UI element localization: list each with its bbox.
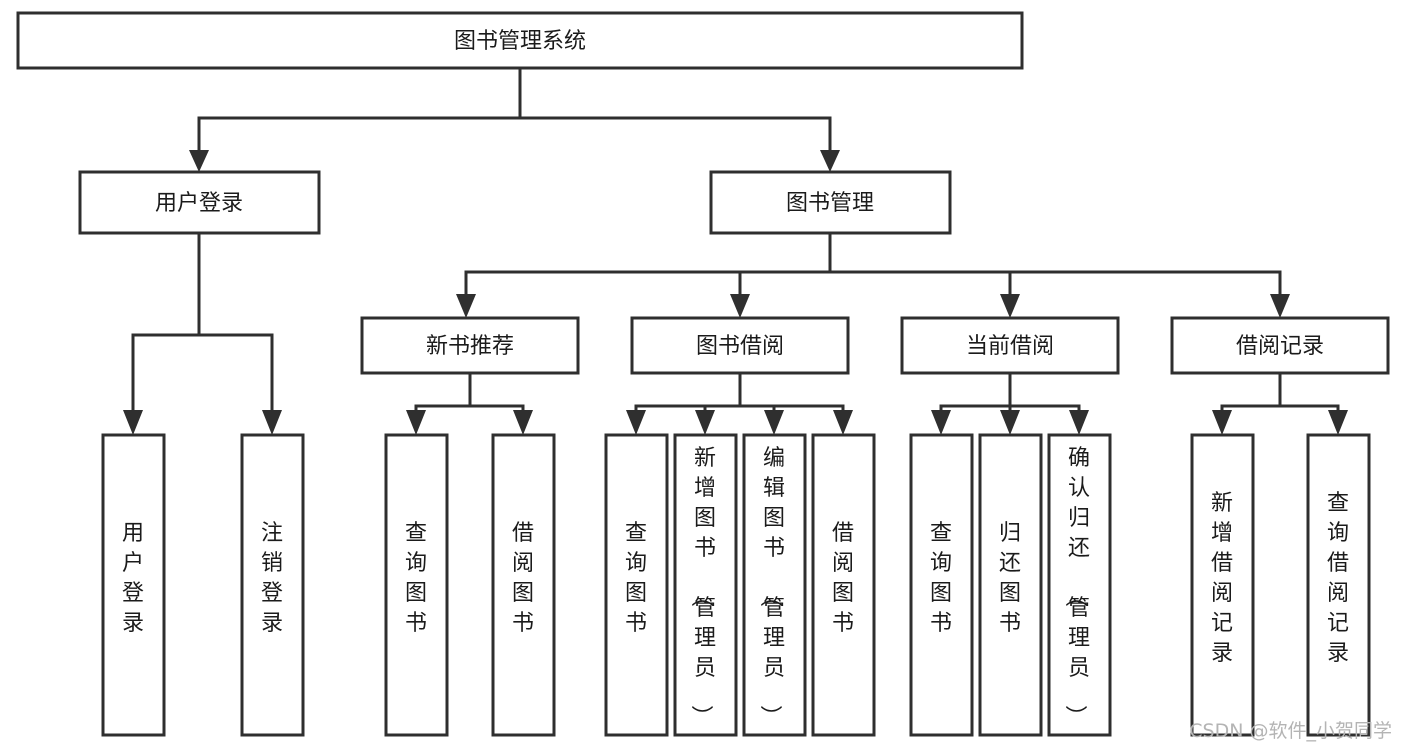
arrowhead-leaf-edit-book — [764, 410, 784, 435]
node-new-book-recommend[interactable]: 新书推荐 — [360, 316, 580, 375]
node-leaf-borrow-book-1-box[interactable] — [491, 433, 556, 737]
node-leaf-borrow-book-2[interactable]: 借阅图书 — [811, 433, 876, 737]
node-root[interactable]: 图书管理系统 — [16, 11, 1024, 70]
arrowhead-leaf-query-book-3 — [931, 410, 951, 435]
node-leaf-user-logout[interactable]: 注销登录 — [240, 433, 305, 737]
node-leaf-add-record-label: 新增借阅记录 — [1211, 491, 1233, 666]
arrowhead-user-login — [189, 150, 209, 172]
node-leaf-query-book-1-label: 查询图书 — [405, 521, 427, 636]
node-leaf-query-book-3-box[interactable] — [909, 433, 974, 737]
edge-group-root — [189, 66, 840, 172]
arrowhead-leaf-borrow-book-2 — [833, 410, 853, 435]
node-leaf-user-login-box[interactable] — [101, 433, 166, 737]
arrowhead-leaf-confirm-return — [1069, 410, 1089, 435]
node-leaf-borrow-book-2-label: 借阅图书 — [832, 521, 854, 636]
node-leaf-borrow-book-2-box[interactable] — [811, 433, 876, 737]
arrowhead-book-borrow — [730, 294, 750, 318]
edge-group-book-borrow — [626, 371, 853, 435]
node-leaf-user-logout-label: 注销登录 — [261, 521, 283, 636]
node-leaf-return-book[interactable]: 归还图书 — [978, 433, 1043, 737]
arrowhead-leaf-user-logout — [262, 410, 282, 435]
arrowhead-leaf-add-book — [695, 410, 715, 435]
node-leaf-query-record-box[interactable] — [1306, 433, 1371, 737]
node-book-borrow-label: 图书借阅 — [696, 334, 784, 359]
edge-group-borrow-record — [1212, 371, 1348, 435]
node-leaf-query-record-label: 查询借阅记录 — [1327, 491, 1349, 666]
node-leaf-confirm-return[interactable]: 确认归还（管理员） — [1047, 433, 1112, 737]
node-leaf-confirm-return-box[interactable] — [1047, 433, 1112, 737]
node-leaf-add-book-label: 新增图书（管理员） — [688, 446, 716, 727]
node-book-borrow-box[interactable] — [630, 316, 850, 375]
node-leaf-query-book-2-label: 查询图书 — [625, 521, 647, 636]
node-leaf-borrow-book-1-label: 借阅图书 — [512, 521, 534, 636]
node-borrow-record-box[interactable] — [1170, 316, 1390, 375]
arrowhead-leaf-add-record — [1212, 410, 1232, 435]
node-book-manage-label: 图书管理 — [786, 191, 874, 216]
node-borrow-record-label: 借阅记录 — [1236, 334, 1324, 359]
node-book-manage[interactable]: 图书管理 — [709, 170, 952, 235]
edge-group-new-book-recommend — [406, 371, 533, 435]
arrowhead-borrow-record — [1270, 294, 1290, 318]
node-leaf-confirm-return-label: 确认归还（管理员） — [1062, 446, 1090, 727]
node-current-borrow[interactable]: 当前借阅 — [900, 316, 1120, 375]
arrowhead-book-manage — [820, 150, 840, 172]
node-leaf-edit-book[interactable]: 编辑图书（管理员） — [742, 433, 807, 737]
node-leaf-query-book-2[interactable]: 查询图书 — [604, 433, 669, 737]
node-leaf-return-book-box[interactable] — [978, 433, 1043, 737]
node-user-login[interactable]: 用户登录 — [78, 170, 321, 235]
arrowhead-current-borrow — [1000, 294, 1020, 318]
node-leaf-query-book-1-box[interactable] — [384, 433, 449, 737]
node-leaf-add-book[interactable]: 新增图书（管理员） — [673, 433, 738, 737]
node-user-login-label: 用户登录 — [155, 191, 243, 216]
node-root-box[interactable] — [16, 11, 1024, 70]
node-leaf-query-record[interactable]: 查询借阅记录 — [1306, 433, 1371, 737]
arrowhead-leaf-return-book — [1000, 410, 1020, 435]
node-leaf-query-book-3[interactable]: 查询图书 — [909, 433, 974, 737]
arrowhead-leaf-borrow-book-1 — [513, 410, 533, 435]
arrowhead-new-book-recommend — [456, 294, 476, 318]
edge-group-book-manage — [456, 231, 1290, 318]
edge-group-user-login — [123, 231, 282, 435]
node-leaf-user-login[interactable]: 用户登录 — [101, 433, 166, 737]
node-leaf-edit-book-box[interactable] — [742, 433, 807, 737]
edge-group-current-borrow — [931, 371, 1089, 435]
node-leaf-query-book-3-label: 查询图书 — [930, 521, 952, 636]
arrowhead-leaf-query-book-2 — [626, 410, 646, 435]
node-leaf-user-logout-box[interactable] — [240, 433, 305, 737]
node-new-book-recommend-box[interactable] — [360, 316, 580, 375]
node-leaf-add-record[interactable]: 新增借阅记录 — [1190, 433, 1255, 737]
arrowhead-leaf-user-login — [123, 410, 143, 435]
node-leaf-add-book-box[interactable] — [673, 433, 738, 737]
node-leaf-add-record-box[interactable] — [1190, 433, 1255, 737]
node-current-borrow-label: 当前借阅 — [966, 334, 1054, 359]
node-new-book-recommend-label: 新书推荐 — [426, 334, 514, 359]
node-book-manage-box[interactable] — [709, 170, 952, 235]
node-current-borrow-box[interactable] — [900, 316, 1120, 375]
node-root-label: 图书管理系统 — [454, 29, 586, 54]
node-leaf-borrow-book-1[interactable]: 借阅图书 — [491, 433, 556, 737]
arrowhead-leaf-query-book-1 — [406, 410, 426, 435]
arrowhead-leaf-query-record — [1328, 410, 1348, 435]
node-leaf-user-login-label: 用户登录 — [122, 521, 144, 636]
node-book-borrow[interactable]: 图书借阅 — [630, 316, 850, 375]
node-borrow-record[interactable]: 借阅记录 — [1170, 316, 1390, 375]
node-leaf-query-book-2-box[interactable] — [604, 433, 669, 737]
csdn-watermark: CSDN @软件_小贺同学 — [1189, 720, 1392, 742]
node-leaf-return-book-label: 归还图书 — [999, 521, 1021, 636]
node-leaf-edit-book-label: 编辑图书（管理员） — [757, 446, 785, 727]
node-leaf-query-book-1[interactable]: 查询图书 — [384, 433, 449, 737]
node-user-login-box[interactable] — [78, 170, 321, 235]
